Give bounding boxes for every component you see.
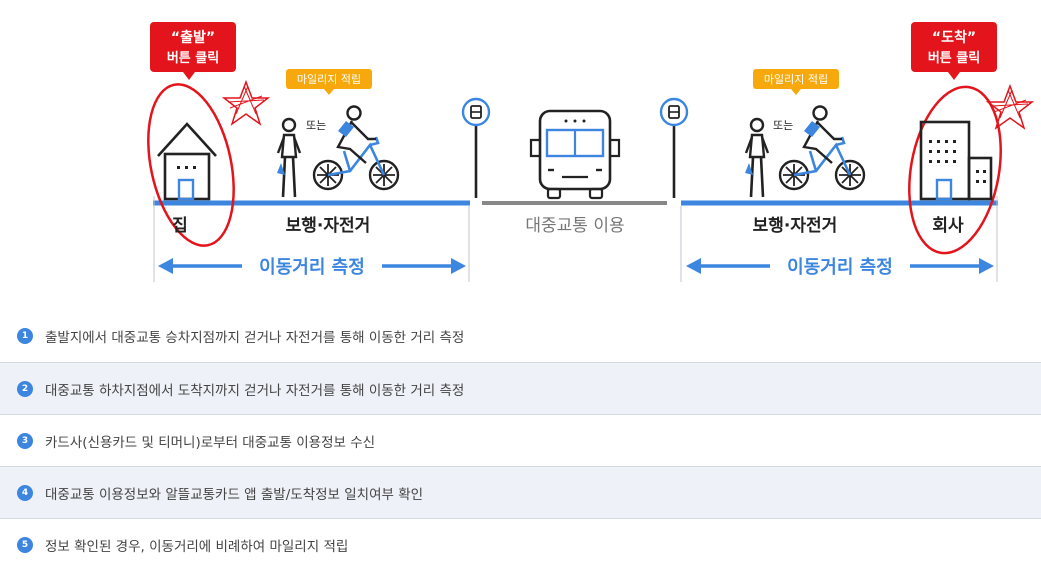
walker-left-icon [275, 117, 302, 199]
step-text: 정보 확인된 경우, 이동거리에 비례하여 마일리지 적립 [45, 538, 349, 555]
mileage-badge-left: 마일리지 적립 [286, 69, 372, 95]
bus-stop-right-icon [659, 97, 689, 127]
or-text-left: 또는 [306, 119, 326, 132]
step-text: 대중교통 하차지점에서 도착지까지 걷거나 자전거를 통해 이동한 거리 측정 [45, 382, 465, 399]
walker-right-icon [743, 117, 770, 199]
step-text: 대중교통 이용정보와 알뜰교통카드 앱 출발/도착정보 일치여부 확인 [45, 486, 424, 503]
start-callout-quote: “출발” [171, 29, 215, 46]
measure-arrow-left: 이동거리 측정 [153, 196, 470, 282]
end-highlight-circle [908, 85, 1002, 255]
step-text: 카드사(신용카드 및 티머니)로부터 대중교통 이용정보 수신 [45, 434, 376, 451]
end-callout-action: 버튼 클릭 [928, 50, 980, 66]
start-star-icon [223, 81, 269, 125]
walk-bike-label-left: 보행·자전거 [286, 216, 371, 236]
step-number-badge: 5 [17, 536, 33, 553]
mileage-badge-right-label: 마일리지 적립 [764, 72, 828, 86]
end-star-icon [987, 85, 1033, 129]
home-icon [157, 122, 217, 201]
home-label: 집 [172, 216, 188, 236]
step-number-badge: 1 [17, 328, 33, 344]
step-item-1: 1 출발지에서 대중교통 승차지점까지 걷거나 자전거를 통해 이동한 거리 측… [0, 310, 1041, 362]
measure-arrow-right: 이동거리 측정 [680, 196, 998, 282]
step-item-2: 2 대중교통 하차지점에서 도착지까지 걷거나 자전거를 통해 이동한 거리 측… [0, 362, 1041, 414]
walk-bike-label-right: 보행·자전거 [753, 216, 838, 236]
mileage-badge-right: 마일리지 적립 [753, 69, 839, 95]
step-number-badge: 2 [17, 380, 33, 397]
bus-stop-left-icon [461, 97, 491, 127]
transit-mileage-diagram: “출발” 버튼 클릭 “도착” 버튼 클릭 [147, 22, 1033, 282]
mileage-badge-left-label: 마일리지 적립 [297, 72, 361, 86]
measure-label-right: 이동거리 측정 [787, 257, 893, 278]
end-callout-quote: “도착” [932, 29, 976, 46]
cyclist-left-icon [314, 107, 398, 190]
bus-icon [529, 109, 621, 200]
start-highlight-circle [147, 83, 235, 247]
company-label: 회사 [932, 216, 964, 236]
start-callout-action: 버튼 클릭 [167, 50, 219, 66]
or-text-right: 또는 [773, 119, 793, 132]
measure-label-left: 이동거리 측정 [259, 257, 365, 278]
step-number-badge: 4 [17, 484, 33, 501]
step-item-5: 5 정보 확인된 경우, 이동거리에 비례하여 마일리지 적립 [0, 518, 1041, 570]
company-building-icon [919, 120, 993, 201]
transit-label: 대중교통 이용 [525, 216, 624, 236]
step-text: 출발지에서 대중교통 승차지점까지 걷거나 자전거를 통해 이동한 거리 측정 [45, 330, 465, 346]
step-item-3: 3 카드사(신용카드 및 티머니)로부터 대중교통 이용정보 수신 [0, 414, 1041, 466]
step-item-4: 4 대중교통 이용정보와 알뜰교통카드 앱 출발/도착정보 일치여부 확인 [0, 466, 1041, 518]
end-callout: “도착” 버튼 클릭 [911, 22, 997, 80]
steps-list: 1 출발지에서 대중교통 승차지점까지 걷거나 자전거를 통해 이동한 거리 측… [0, 310, 1041, 570]
start-callout: “출발” 버튼 클릭 [150, 22, 236, 80]
step-number-badge: 3 [17, 432, 33, 449]
